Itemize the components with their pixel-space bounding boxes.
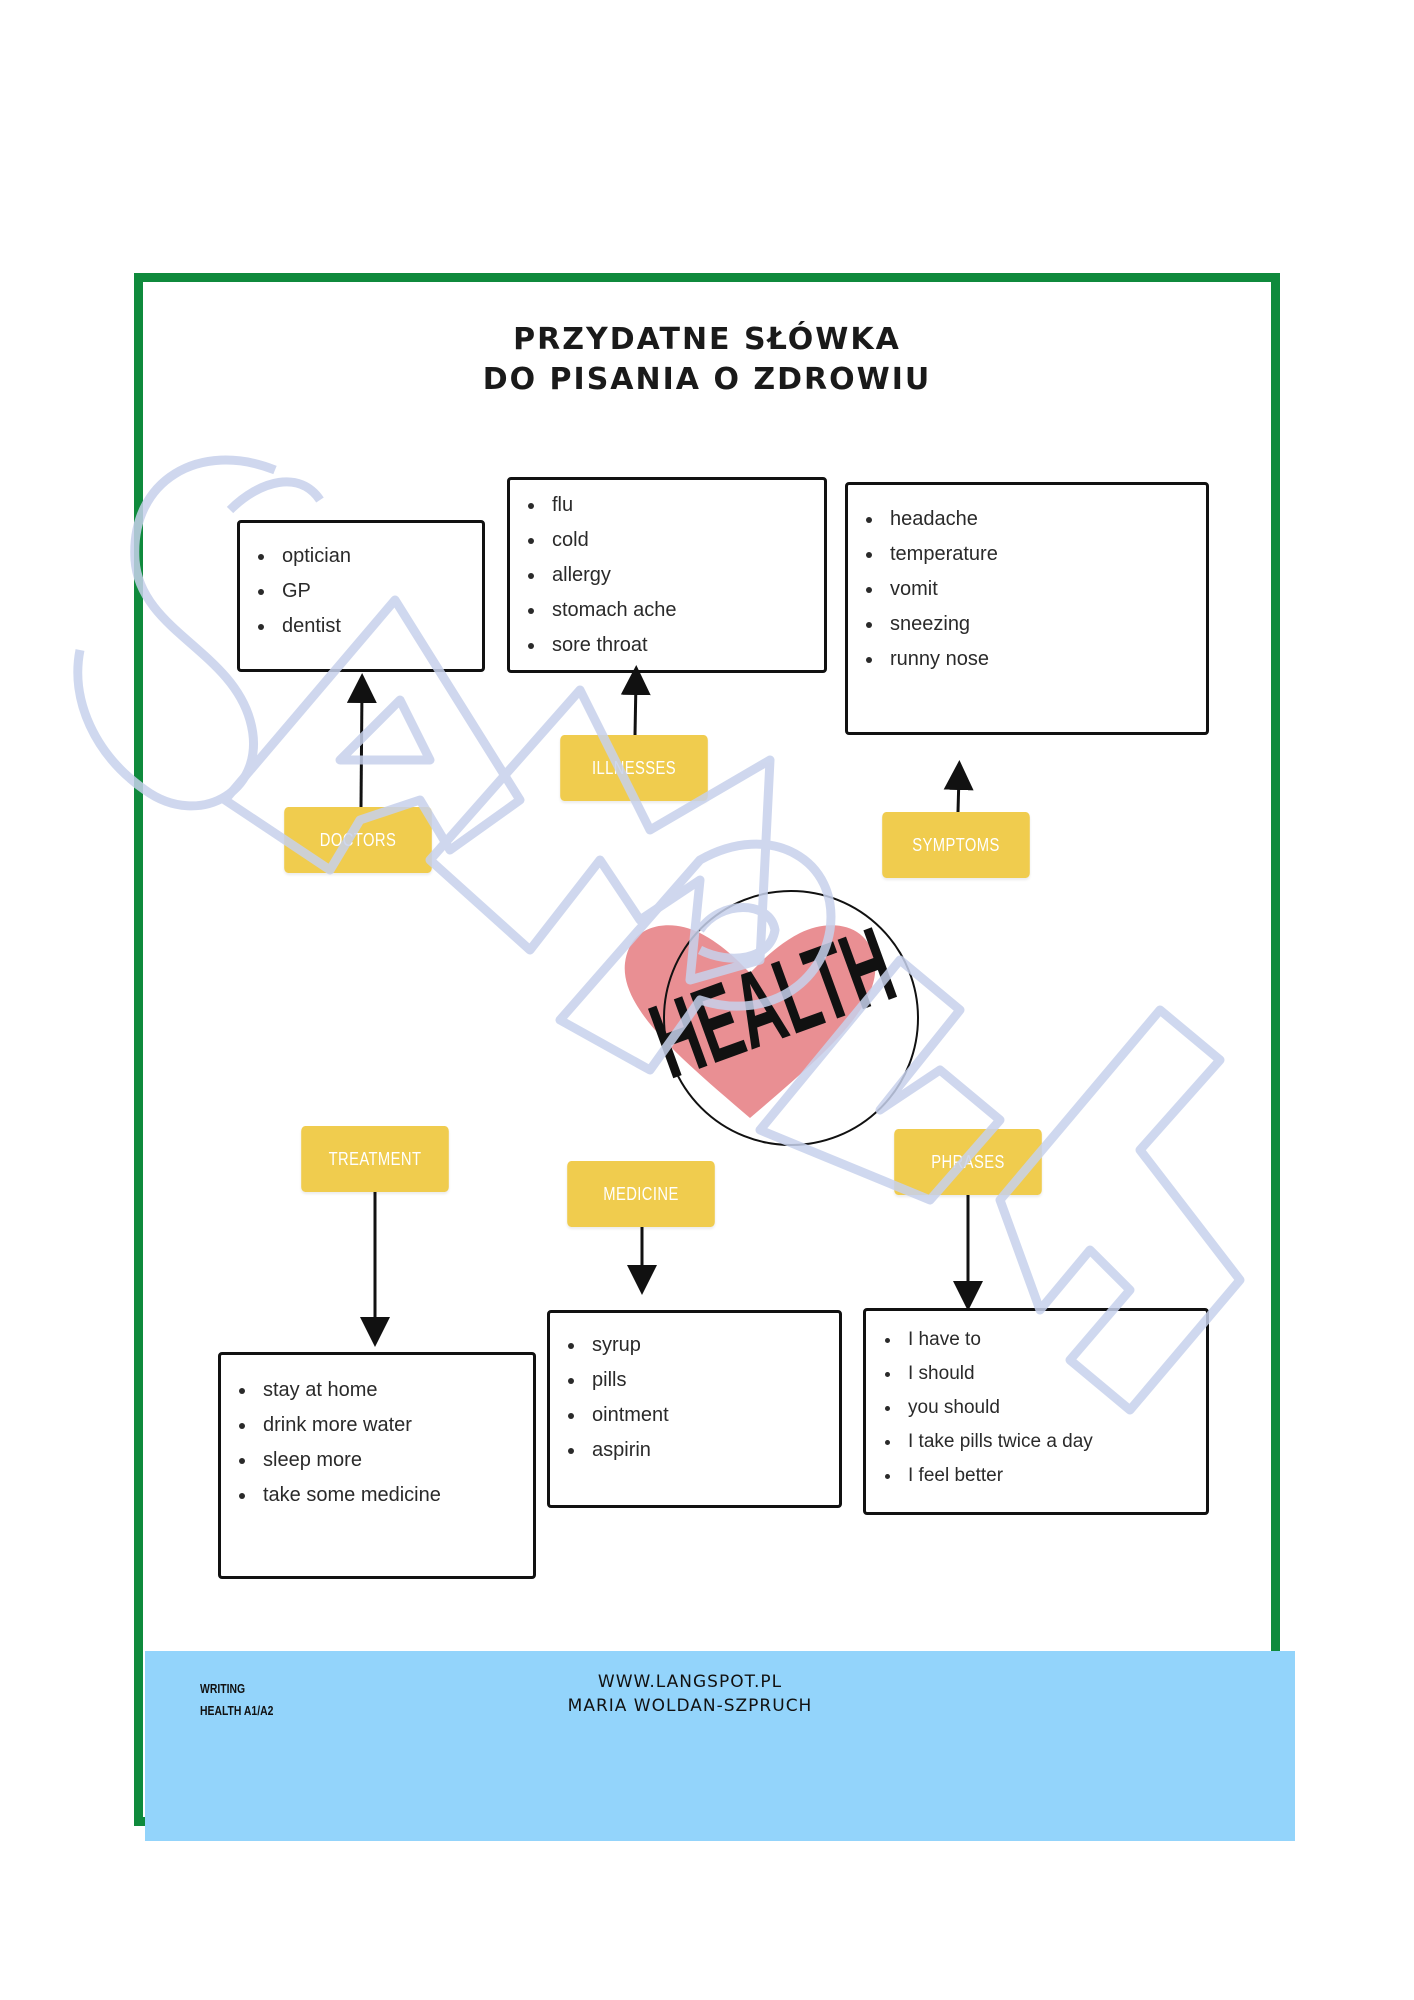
treatment-box: stay at home drink more water sleep more… xyxy=(218,1352,536,1579)
footer-left: WRITING HEALTH A1/A2 xyxy=(200,1678,273,1722)
list-item: cold xyxy=(546,523,824,558)
list-item: take some medicine xyxy=(257,1478,533,1513)
list-item: stomach ache xyxy=(546,593,824,628)
footer-writing: WRITING xyxy=(200,1681,246,1696)
list-item: allergy xyxy=(546,558,824,593)
phrases-box: I have to I should you should I take pil… xyxy=(863,1308,1209,1515)
label-medicine: MEDICINE xyxy=(567,1161,715,1227)
list-item: sleep more xyxy=(257,1443,533,1478)
list-item: syrup xyxy=(586,1328,839,1363)
footer-site-link[interactable]: WWW.LANGSPOT.PL xyxy=(597,1672,783,1692)
list-item: pills xyxy=(586,1363,839,1398)
list-item: flu xyxy=(546,488,824,523)
list-item: I feel better xyxy=(902,1459,1206,1493)
list-item: I should xyxy=(902,1357,1206,1391)
list-item: ointment xyxy=(586,1398,839,1433)
list-item: stay at home xyxy=(257,1373,533,1408)
label-treatment: TREATMENT xyxy=(301,1126,449,1192)
footer-author: MARIA WOLDAN-SZPRUCH xyxy=(567,1696,813,1716)
list-item: sore throat xyxy=(546,628,824,663)
label-doctors: DOCTORS xyxy=(284,807,432,873)
symptoms-box: headache temperature vomit sneezing runn… xyxy=(845,482,1209,735)
list-item: aspirin xyxy=(586,1433,839,1468)
list-item: I take pills twice a day xyxy=(902,1425,1206,1459)
list-item: vomit xyxy=(884,572,1206,607)
list-item: GP xyxy=(276,574,482,609)
doctors-box: optician GP dentist xyxy=(237,520,485,672)
footer-center: WWW.LANGSPOT.PL MARIA WOLDAN-SZPRUCH xyxy=(0,1670,1380,1718)
list-item: I have to xyxy=(902,1323,1206,1357)
list-item: dentist xyxy=(276,609,482,644)
title-line-1: PRZYDATNE SŁÓWKA xyxy=(513,322,901,357)
medicine-box: syrup pills ointment aspirin xyxy=(547,1310,842,1508)
label-phrases: PHRASES xyxy=(894,1129,1042,1195)
list-item: you should xyxy=(902,1391,1206,1425)
footer-band xyxy=(145,1651,1295,1841)
title-line-2: DO PISANIA O ZDROWIU xyxy=(482,362,932,397)
label-illnesses: ILLNESSES xyxy=(560,735,708,801)
list-item: runny nose xyxy=(884,642,1206,677)
list-item: headache xyxy=(884,502,1206,537)
list-item: optician xyxy=(276,539,482,574)
footer-level: HEALTH A1/A2 xyxy=(200,1703,274,1718)
list-item: sneezing xyxy=(884,607,1206,642)
list-item: temperature xyxy=(884,537,1206,572)
illnesses-box: flu cold allergy stomach ache sore throa… xyxy=(507,477,827,673)
label-symptoms: SYMPTOMS xyxy=(882,812,1030,878)
list-item: drink more water xyxy=(257,1408,533,1443)
